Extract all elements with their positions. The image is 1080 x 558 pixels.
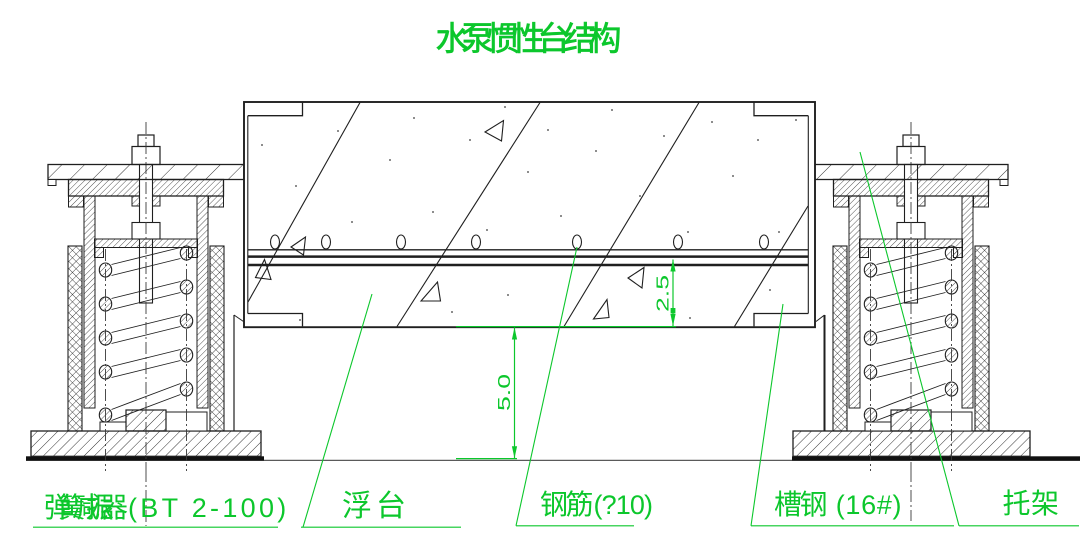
annotations: 水泵惯性台结构 2.5 5.0: [33, 20, 1079, 528]
leader-bracket: [859, 151, 960, 526]
corner-angles: [247, 102, 809, 327]
dimension-slab-to-ground: 5.0: [456, 326, 676, 460]
block-outline: [243, 101, 816, 329]
label-underlines: [33, 525, 1079, 528]
corner-angle-bottom-right: [753, 312, 809, 327]
label-rebar-size: (?10): [594, 490, 653, 520]
ground-bar-right: [792, 456, 1080, 461]
left-stiffener-bevel: [233, 314, 244, 322]
rebar-mesh: [247, 249, 809, 267]
dim-text-2-5: 2.5: [653, 275, 673, 312]
label-rebar-cjk: 钢筋: [540, 489, 593, 520]
left-bracket-plate: [47, 163, 245, 181]
part-labels: 弹簧减振器(BT 2-100) 浮台 钢筋(?10) 槽钢 (16#) 托架: [44, 488, 1060, 523]
leader-lines: [302, 151, 960, 528]
label-channel-steel-cjk: 槽钢: [774, 489, 826, 520]
block-inner-edges: [247, 115, 809, 314]
label-spring-damper: 弹簧减振器(BT 2-100): [44, 492, 290, 523]
corner-angle-top-right: [753, 102, 809, 117]
leader-rebar: [515, 246, 578, 526]
right-stiffener-bevel: [815, 314, 825, 322]
label-rebar: 钢筋(?10): [540, 489, 652, 520]
ground-bar-left: [26, 456, 264, 461]
right-base-plate: [792, 430, 1031, 457]
leader-channel-steel: [750, 303, 784, 526]
right-bracket-end: [999, 179, 1009, 186]
aggregate-triangles: [254, 119, 645, 320]
label-channel-steel-size: (16#): [828, 490, 903, 520]
label-bracket: 托架: [1003, 488, 1060, 519]
label-spring-damper-model: (BT 2-100): [128, 493, 290, 523]
inertia-block: [243, 101, 816, 329]
leader-floating-platform: [302, 293, 373, 528]
label-channel-steel: 槽钢 (16#): [774, 489, 902, 520]
dim-text-5-0: 5.0: [494, 374, 514, 411]
left-bracket-end: [47, 179, 57, 186]
corner-angle-top-left: [247, 102, 304, 117]
drawing-title: 水泵惯性台结构: [436, 20, 620, 57]
label-floating-platform: 浮台: [342, 490, 410, 523]
dimension-rebar-to-bottom: 2.5: [653, 259, 676, 326]
rebar-sections: [269, 234, 770, 250]
corner-angle-bottom-left: [247, 312, 304, 327]
ground: [26, 456, 1080, 462]
concrete-dots: [261, 106, 797, 321]
right-bracket-plate: [813, 163, 1009, 181]
